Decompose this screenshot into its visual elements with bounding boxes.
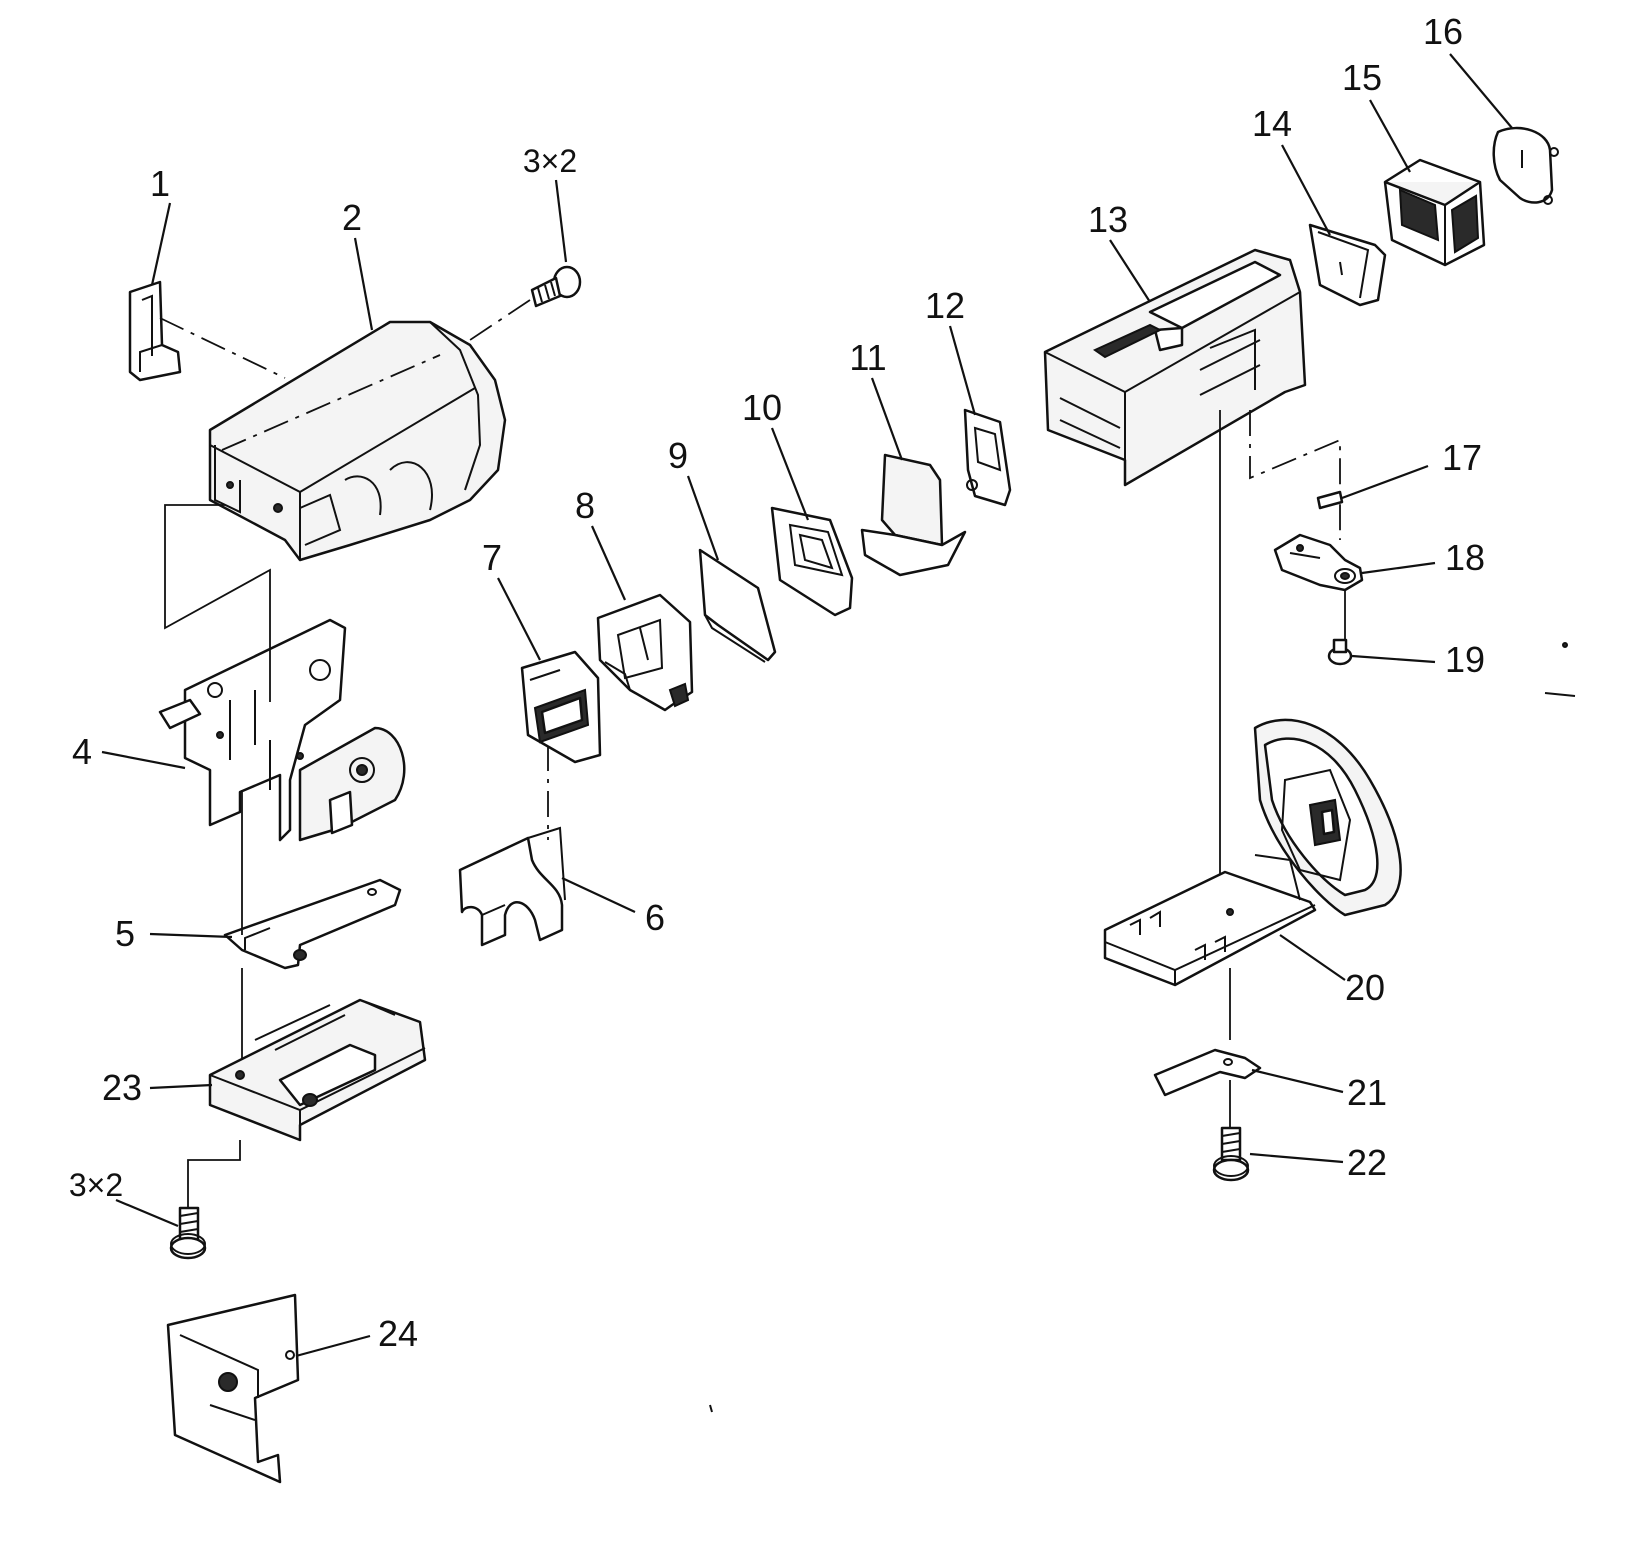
axis-screw-top: [469, 299, 531, 341]
callout-5: 5: [115, 913, 135, 954]
leader-12: [948, 325, 977, 416]
part-5-plate: [223, 878, 402, 970]
part-14-lens-cover: [1308, 223, 1387, 307]
callout-19: 19: [1445, 639, 1485, 680]
callout-24: 24: [378, 1313, 418, 1354]
callout-11: 11: [849, 337, 886, 378]
leader-screw-bottom: [115, 1198, 179, 1228]
part-11-block: [860, 453, 967, 577]
axis-23-screw: [187, 1140, 241, 1210]
part-19-nut: [1327, 638, 1353, 666]
callout-8: 8: [575, 485, 595, 526]
leader-6: [561, 877, 636, 913]
stray-mark: [1544, 692, 1576, 697]
callout-6: 6: [645, 897, 665, 938]
callout-17: 17: [1442, 437, 1482, 478]
leader-2: [353, 237, 374, 331]
callout-13: 13: [1088, 199, 1128, 240]
stray-dot: [1562, 642, 1568, 648]
part-1-bracket: [128, 280, 182, 382]
leader-4: [101, 750, 186, 770]
callout-18: 18: [1445, 537, 1485, 578]
part-9-plate: [698, 548, 777, 663]
leader-16: [1449, 53, 1513, 129]
callout-10: 10: [742, 387, 782, 428]
leader-11: [870, 377, 904, 461]
part-18-bracket: [1273, 533, 1364, 592]
callout-23: 23: [102, 1067, 142, 1108]
leader-17: [1341, 464, 1429, 500]
part-24-panel: [166, 1293, 300, 1484]
callout-16: 16: [1423, 11, 1463, 52]
leader-15: [1369, 99, 1411, 173]
part-10-window-frame: [770, 506, 854, 617]
part-6-clip: [458, 826, 566, 947]
screw-bottom: [169, 1206, 207, 1260]
part-7-board: [520, 650, 602, 764]
callout-15: 15: [1342, 57, 1382, 98]
callout-21: 21: [1347, 1072, 1387, 1113]
callout-1: 1: [150, 163, 170, 204]
part-23-holder: [208, 998, 427, 1142]
callout-7: 7: [482, 537, 502, 578]
leader-19: [1351, 654, 1436, 664]
callout-2: 2: [342, 197, 362, 238]
leader-23: [149, 1083, 213, 1090]
leader-screw-top: [554, 179, 568, 263]
leader-20: [1279, 934, 1346, 981]
callout-22: 22: [1347, 1142, 1387, 1183]
callout-screw-bottom-qty: 3×2: [69, 1167, 123, 1203]
part-17-small-block: [1316, 490, 1344, 510]
axis-13-18: [1249, 410, 1341, 540]
leader-1: [150, 202, 172, 286]
part-15-lens-cube: [1383, 158, 1486, 267]
leader-14: [1281, 144, 1331, 236]
leader-18: [1361, 561, 1436, 575]
leader-13: [1109, 239, 1151, 303]
part-21-flat-bracket: [1153, 1048, 1262, 1097]
part-16-cap: [1492, 126, 1559, 205]
callout-screw-top-qty: 3×2: [523, 143, 577, 179]
leader-24: [295, 1334, 371, 1358]
callout-20: 20: [1345, 967, 1385, 1008]
part-20-base-lens-ring: [1103, 718, 1402, 987]
part-2-top-cover: [208, 320, 507, 562]
callout-9: 9: [668, 435, 688, 476]
callout-4: 4: [72, 731, 92, 772]
part-22-screw: [1212, 1126, 1250, 1182]
part-4-frame: [158, 618, 406, 842]
axis-2-4-a: [164, 504, 271, 702]
stray-mark-bottom: [709, 1404, 713, 1413]
leader-8: [590, 525, 627, 601]
axis-1-2: [159, 317, 286, 379]
callout-14: 14: [1252, 103, 1292, 144]
leader-22: [1249, 1152, 1344, 1164]
part-13-main-housing: [1043, 248, 1307, 487]
leader-10: [770, 427, 810, 521]
leader-21: [1251, 1068, 1344, 1094]
leader-9: [686, 475, 720, 561]
leader-7: [497, 577, 541, 661]
leader-5: [149, 932, 233, 939]
part-8-connector: [596, 593, 694, 712]
part-12-small-frame: [963, 408, 1012, 507]
callout-12: 12: [925, 285, 965, 326]
screw-top: [530, 265, 582, 308]
